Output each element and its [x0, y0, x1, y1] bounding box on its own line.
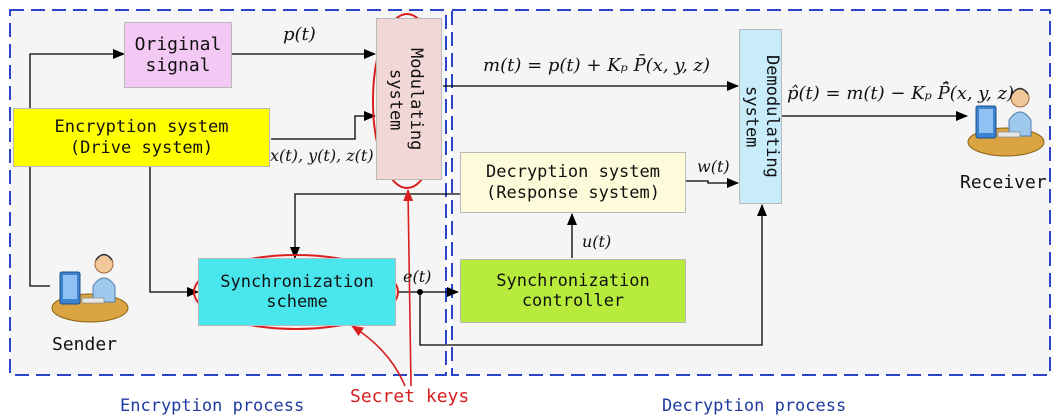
signal-phat-label: p̂(t) = m(t) − Kₚ P̄̂(x, y, z) [787, 83, 1015, 104]
arrow-drive-to-scheme [149, 167, 199, 297]
signal-u-label: u(t) [582, 232, 612, 251]
signal-w-label: w(t) [697, 157, 730, 176]
synchronization-scheme-line-2: scheme [266, 292, 328, 312]
demodulating-line-2: system [741, 85, 762, 148]
key-arrow-to-modulating [403, 189, 414, 387]
modulating-line-1: Modulating [405, 48, 426, 151]
modulating-system-block [376, 18, 442, 180]
encryption-system-block: Encryption system (Drive system) [13, 108, 270, 167]
receiver-icon [967, 87, 1045, 157]
scheme-key-ellipse [193, 254, 399, 330]
arrow-xyz-to-modulating [271, 111, 376, 140]
synchronization-scheme-line-1: Synchronization [220, 271, 374, 292]
decryption-system-block: Decryption system (Response system) [460, 152, 686, 213]
sender-icon [51, 253, 129, 323]
encryption-process-label: Encryption process [120, 396, 305, 416]
demodulating-line-1: Demodulating [761, 55, 782, 178]
modulating-line-2: system [385, 68, 406, 131]
demodulating-system-block [739, 29, 782, 204]
decryption-system-line-1: Decryption system [486, 162, 660, 183]
signal-xyz-label: x(t), y(t), z(t) [270, 146, 374, 165]
receiver-label: Receiver [960, 172, 1047, 193]
key-arrow-to-scheme [351, 325, 406, 387]
synchronization-controller-block: Synchronization controller [460, 259, 686, 323]
signal-m-label: m(t) = p(t) + Kₚ P̄(x, y, z) [483, 55, 711, 76]
signal-e-label: e(t) [403, 267, 432, 286]
sender-label: Sender [52, 334, 118, 355]
decryption-process-label: Decryption process [662, 396, 847, 416]
encryption-system-line-2: (Drive system) [69, 137, 214, 158]
original-signal-line-2: signal [145, 55, 211, 76]
original-signal-block: Original signal [124, 22, 232, 88]
signal-p-label: p(t) [283, 24, 316, 45]
arrow-e-to-demodulating [419, 204, 767, 346]
synchronization-controller-line-2: controller [521, 291, 625, 311]
secret-keys-label: Secret keys [350, 386, 470, 407]
encryption-system-line-1: Encryption system [54, 117, 229, 138]
decryption-system-line-2: (Response system) [486, 182, 660, 203]
original-signal-line-1: Original [134, 33, 222, 55]
synchronization-scheme-block: Synchronization scheme [198, 258, 396, 326]
arrow-w-to-demodulating [686, 178, 739, 188]
arrow-sender-to-original [29, 49, 125, 287]
modulating-system-label: Modulating system [385, 22, 426, 177]
demodulating-system-label: Demodulating system [741, 34, 782, 199]
synchronization-controller-line-1: Synchronization [496, 270, 650, 291]
